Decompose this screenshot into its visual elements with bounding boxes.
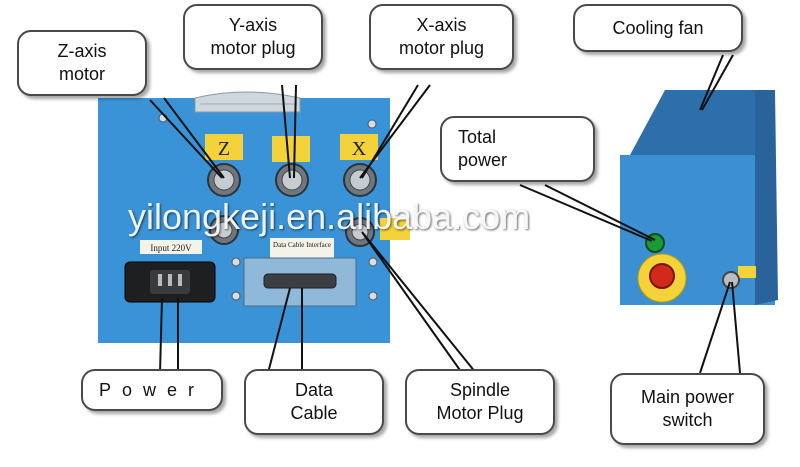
x-socket — [343, 163, 377, 197]
emergency-stop-button — [649, 263, 675, 289]
main-switch-tag — [738, 266, 756, 278]
y-tag — [272, 136, 310, 162]
callout-cooling-fan: Cooling fan — [573, 4, 743, 52]
input-label: Input 220V — [150, 243, 192, 253]
input-label-bg — [140, 240, 202, 254]
x-tag — [340, 134, 378, 160]
y-socket — [275, 163, 309, 197]
callout-total-power: Total power — [440, 116, 595, 182]
callout-z-axis-motor: Z-axis motor — [17, 30, 147, 96]
screw — [367, 119, 377, 129]
callout-y-axis-motor-plug: Y-axis motor plug — [183, 4, 323, 70]
aux-socket — [209, 215, 239, 245]
callout-data-cable-text: Data Cable — [290, 380, 338, 423]
data-interface-label: Data Cable Interface — [273, 241, 331, 249]
callout-total-power-text: Total power — [458, 127, 508, 170]
x-tag-label: X — [352, 138, 367, 160]
box-side — [755, 90, 778, 305]
callout-x-axis-motor-plug-text: X-axis motor plug — [398, 15, 485, 58]
fan-grill — [194, 91, 301, 113]
main-switch — [722, 271, 740, 289]
callout-main-power-switch: Main power switch — [610, 373, 765, 445]
leader-lines — [149, 54, 741, 374]
screw — [231, 291, 241, 301]
callout-spindle-motor-plug: Spindle Motor Plug — [405, 369, 555, 435]
data-interface-label-bg — [270, 238, 334, 260]
callout-y-axis-motor-plug-text: Y-axis motor plug — [210, 15, 296, 58]
screw — [368, 291, 378, 301]
spindle-tag — [380, 218, 410, 240]
z-tag-label: Z — [218, 138, 230, 160]
callout-x-axis-motor-plug: X-axis motor plug — [369, 4, 514, 70]
callout-data-cable: Data Cable — [244, 369, 384, 435]
callout-main-power-switch-text: Main power switch — [640, 387, 735, 430]
callout-power-text: Power — [98, 379, 206, 400]
watermark-text: yilongkeji.en.alibaba.com — [128, 196, 531, 237]
callout-power: Power — [81, 369, 223, 411]
screw — [368, 257, 378, 267]
callout-z-axis-motor-text: Z-axis motor — [57, 41, 107, 84]
box-top — [630, 90, 775, 155]
db-connector — [263, 273, 337, 289]
z-tag — [205, 134, 243, 160]
screw — [231, 257, 241, 267]
callout-cooling-fan-text: Cooling fan — [612, 17, 704, 38]
callout-spindle-motor-plug-text: Spindle Motor Plug — [436, 380, 524, 423]
